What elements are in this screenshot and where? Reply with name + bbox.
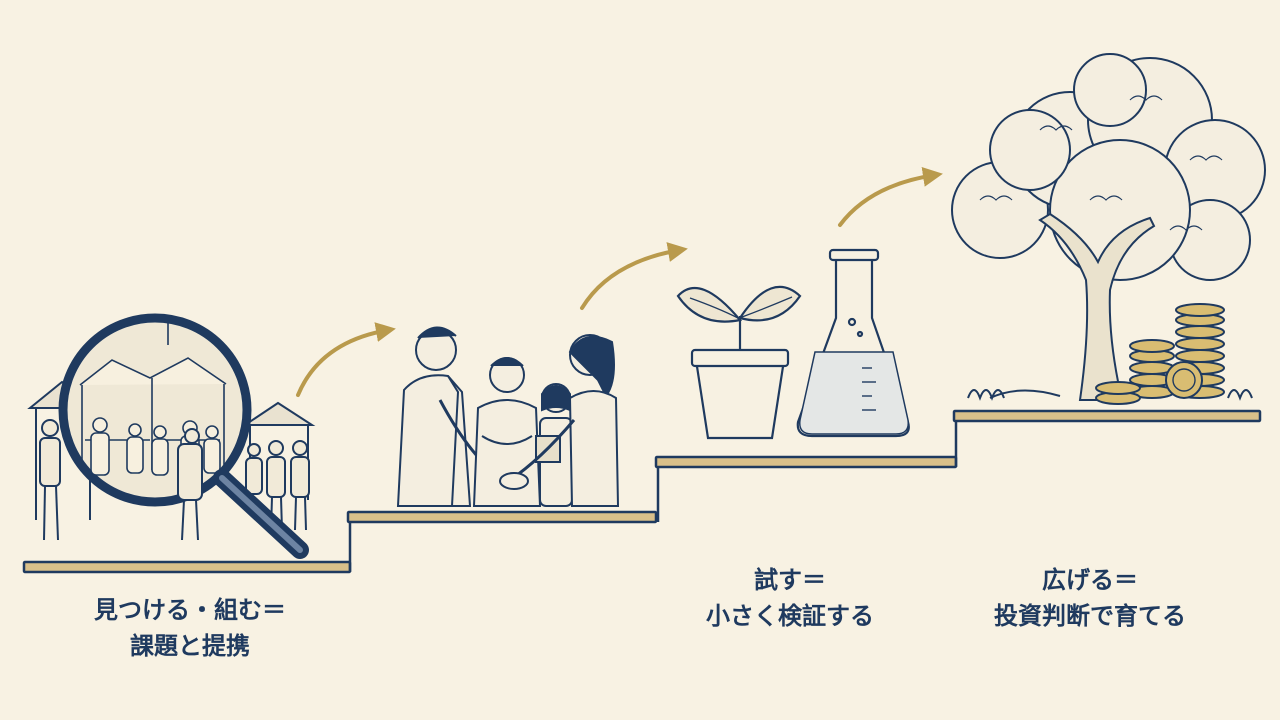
stair-step-1 [22, 560, 352, 574]
step-grow-caption: 広げる＝ 投資判断で育てる [960, 562, 1220, 634]
staircase [22, 409, 1262, 574]
stair-step-2 [346, 510, 658, 524]
step-find-caption-line2: 課題と提携 [130, 632, 250, 660]
coin-stack-icon [1095, 303, 1225, 405]
step-test-caption: 試す＝ 小さく検証する [660, 562, 920, 634]
step-test-caption-line2: 小さく検証する [706, 602, 874, 630]
experiment-illustration [676, 248, 910, 440]
arrow-3-icon [838, 166, 943, 227]
partnership-illustration [396, 326, 620, 507]
stair-step-3 [654, 455, 958, 469]
arrow-2-icon [580, 242, 688, 310]
step-find-caption-line1: 見つける・組む＝ [94, 596, 286, 624]
handshake-icon [499, 472, 529, 490]
tree-coins-illustration [951, 53, 1266, 405]
stair-step-4 [952, 409, 1262, 423]
arrow-1-icon [296, 322, 396, 397]
step-grow-caption-line2: 投資判断で育てる [994, 602, 1186, 630]
market-magnifier-illustration [27, 313, 316, 559]
tree-trunk-icon [1038, 212, 1156, 401]
sprout-pot-icon [694, 358, 786, 440]
step-find-caption: 見つける・組む＝ 課題と提携 [40, 592, 340, 664]
step-test-caption-line1: 試す＝ [754, 566, 826, 594]
stair-risers [348, 421, 958, 572]
step-grow-caption-line1: 広げる＝ [1042, 566, 1138, 594]
